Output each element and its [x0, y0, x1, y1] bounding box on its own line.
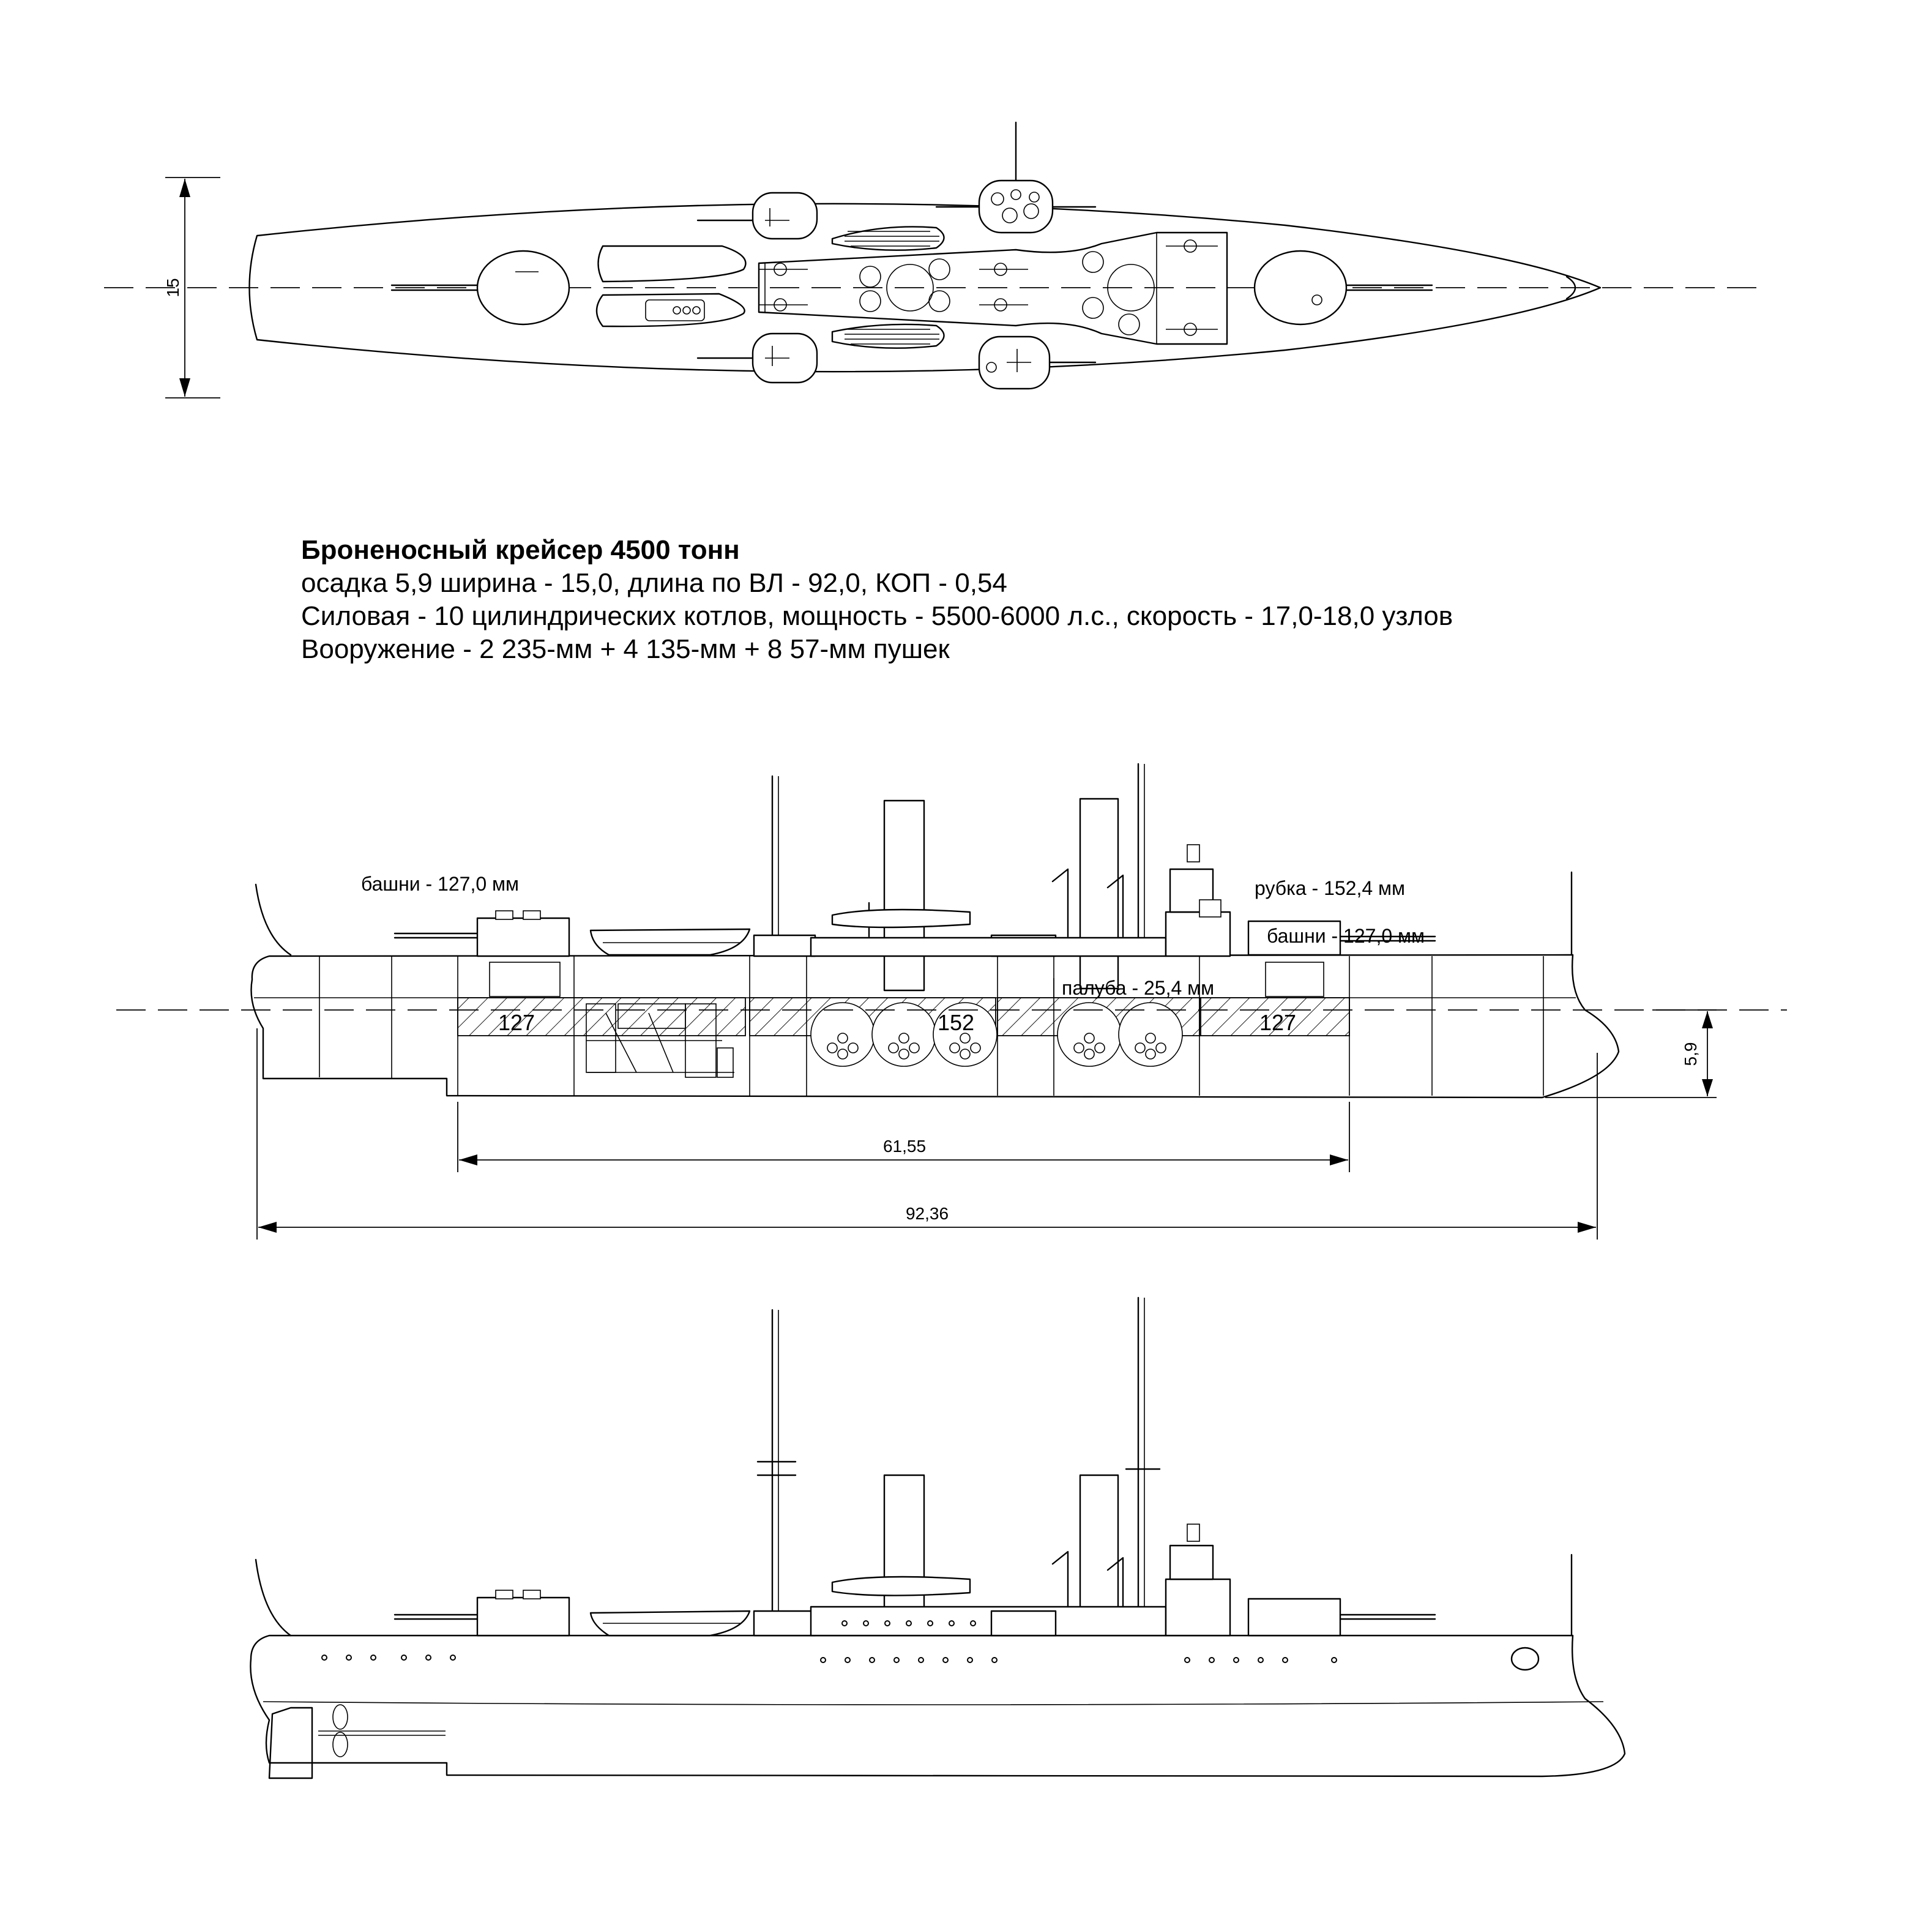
armor-launch — [589, 928, 751, 956]
plan-secondary-turret-3 — [935, 121, 1097, 234]
armor-label-turrets-aft: башни - 127,0 мм — [1267, 925, 1425, 947]
plan-aft-main-turret — [390, 250, 570, 326]
armor-deckhouse-aft — [753, 934, 816, 957]
outboard-deckhouse-mid — [990, 1610, 1057, 1637]
armor-belt-length-dimension: 61,55 — [457, 1102, 1350, 1172]
ship-title: Броненосный крейсер 4500 тонн — [301, 535, 740, 565]
armor-label-deck: палуба - 25,4 мм — [1062, 977, 1214, 999]
plan-view: 15 — [104, 121, 1762, 398]
spec-line-dimensions: осадка 5,9 ширина - 15,0, длина по ВЛ - … — [301, 568, 1007, 598]
outboard-portholes-upper — [841, 1620, 976, 1626]
outboard-conning-tower — [1165, 1524, 1231, 1637]
armor-aft-main-turret — [393, 910, 570, 957]
spec-line-armament: Вооружение - 2 235-мм + 4 135-мм + 8 57-… — [301, 634, 950, 664]
armor-funnel-aft — [883, 799, 925, 992]
armor-belt-length-label: 61,55 — [883, 1137, 926, 1156]
plan-fore-main-turret — [1253, 250, 1433, 326]
outboard-aft-main-turret — [393, 1590, 570, 1637]
outboard-fore-main-turret — [1247, 1598, 1436, 1637]
armor-overall-length-dimension: 92,36 — [256, 1028, 1598, 1240]
outboard-profile — [250, 1296, 1626, 1779]
plan-ribbed-boat-2 — [831, 323, 945, 349]
armor-overall-length-label: 92,36 — [906, 1204, 949, 1223]
armor-label-conning-tower: рубка - 152,4 мм — [1255, 877, 1405, 899]
plan-superstructure — [758, 231, 1228, 345]
outboard-deckhouse-aft — [753, 1610, 816, 1637]
plan-hull — [248, 203, 1602, 373]
armor-conning-tower — [1165, 844, 1231, 957]
outboard-funnel-fore — [1079, 1474, 1119, 1617]
outboard-portholes-hull — [321, 1655, 1337, 1663]
plan-beam-dimension: 15 — [163, 177, 220, 398]
armor-zone-aft: 127 — [498, 1010, 535, 1035]
outboard-hawse-pipe — [1510, 1647, 1540, 1671]
plan-funnel-2 — [1107, 264, 1155, 312]
plan-boat-1 — [597, 245, 747, 283]
plan-launch — [595, 293, 745, 327]
armor-funnel-fore — [1079, 798, 1119, 990]
armor-hull — [250, 954, 1620, 1099]
armor-boilers — [810, 1002, 1183, 1067]
armor-fore-main-turret — [1247, 920, 1436, 956]
spec-block: Броненосный крейсер 4500 тонн осадка 5,9… — [301, 535, 1453, 664]
plan-secondary-turret-2 — [696, 332, 818, 384]
outboard-hull — [250, 1634, 1626, 1778]
outboard-rudder — [268, 1704, 446, 1779]
plan-funnel-1 — [886, 264, 934, 312]
plan-secondary-turret-1 — [696, 192, 818, 240]
armor-label-turrets-fore: башни - 127,0 мм — [361, 873, 519, 895]
plan-bow-tip — [1565, 275, 1576, 300]
armor-draft-label: 5,9 — [1681, 1042, 1700, 1066]
plan-small-guns — [759, 239, 1218, 336]
spec-line-power: Силовая - 10 цилиндрических котлов, мощн… — [301, 601, 1453, 631]
armor-engine-room — [586, 1003, 734, 1078]
plan-secondary-turret-4 — [978, 335, 1097, 390]
plan-ribbed-boat-1 — [831, 226, 945, 251]
armor-zone-fore: 127 — [1259, 1010, 1296, 1035]
armor-profile: башни - 127,0 мм рубка - 152,4 мм башни … — [116, 763, 1787, 1240]
armor-zone-mid: 152 — [938, 1010, 974, 1035]
armor-draft-dimension: 5,9 — [1545, 1009, 1717, 1098]
plan-beam-label: 15 — [163, 278, 182, 297]
